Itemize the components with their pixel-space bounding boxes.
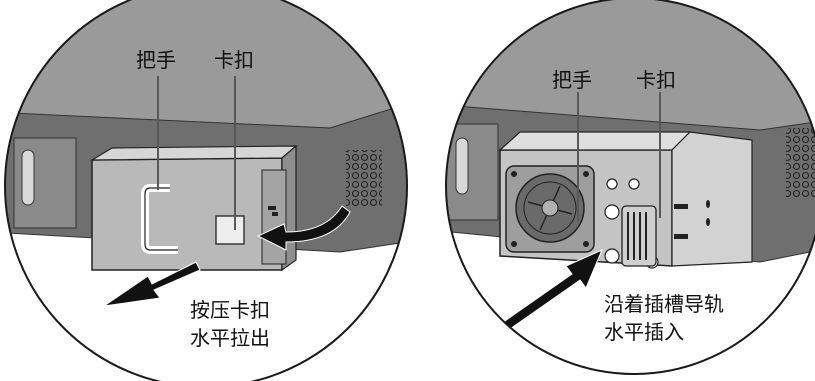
handle-label-left: 把手: [136, 48, 176, 72]
latch-right: [621, 205, 657, 267]
insert-arrow-right: [491, 249, 603, 337]
press-arrow-left: [256, 205, 351, 251]
instruction-line1-right: 沿着插槽导轨: [604, 292, 724, 316]
instruction-line2-left: 水平拉出: [190, 326, 270, 350]
instruction-line2-right: 水平插入: [604, 320, 684, 344]
instruction-line1-left: 按压卡扣: [190, 298, 270, 322]
handle-label-right: 把手: [552, 68, 592, 92]
latch-label-right: 卡扣: [636, 68, 676, 92]
latch-left: [215, 215, 245, 245]
vent-grille-left: [346, 150, 382, 208]
latch-label-left: 卡扣: [214, 48, 254, 72]
vent-grille-right: [786, 128, 815, 198]
pull-arrow-left: [103, 261, 201, 307]
device-top-surface-left: [5, 0, 407, 128]
psu-module-right: [498, 131, 753, 269]
psu-module-left: [89, 144, 298, 272]
